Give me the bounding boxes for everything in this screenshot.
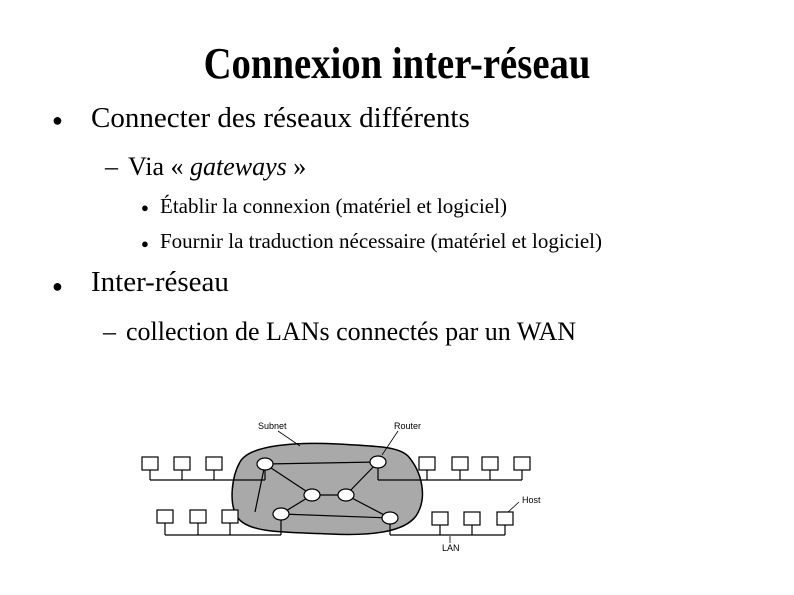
sub-bullet-collection-lans: collection de LANs connectés par un WAN [126, 317, 577, 346]
item-fournir-traduction: Fournir la traduction nécessaire (matéri… [160, 229, 602, 253]
host-computer [189, 509, 207, 524]
subnet-label: Subnet [258, 421, 287, 431]
bullet-icon: ● [141, 236, 149, 251]
host-computer [451, 456, 469, 471]
router-node [256, 457, 274, 471]
host-computer [418, 456, 436, 471]
bullet-icon: ● [52, 110, 63, 130]
host-computer [156, 509, 174, 524]
router-node [337, 488, 355, 502]
router-node [272, 507, 290, 521]
dash-icon: – [103, 317, 116, 346]
hosts [141, 456, 531, 526]
item-etablir-connexion: Établir la connexion (matériel et logici… [160, 194, 507, 218]
router-node [303, 488, 321, 502]
sub-bullet-via-gateways: Via « gateways » [128, 152, 306, 182]
via-prefix: Via « [128, 152, 190, 181]
host-computer [496, 511, 514, 526]
host-computer [141, 456, 159, 471]
via-suffix: » [286, 152, 307, 181]
callout-lines [277, 430, 520, 543]
slide-title: Connexion inter-réseau [203, 39, 591, 88]
bullet-icon: ● [52, 276, 63, 296]
router-label: Router [394, 421, 421, 431]
host-label: Host [522, 495, 541, 505]
bullet-icon: ● [141, 200, 149, 215]
host-computer [431, 511, 449, 526]
router-node [369, 455, 387, 469]
router-node [381, 511, 399, 525]
dash-icon: – [105, 152, 118, 181]
bullet-connecter: Connecter des réseaux différents [91, 102, 470, 134]
host-computer [513, 456, 531, 471]
lan-label: LAN [442, 543, 460, 553]
host-computer [221, 509, 239, 524]
host-computer [205, 456, 223, 471]
gateways-term: gateways [189, 152, 287, 181]
host-computer [173, 456, 191, 471]
host-computer [481, 456, 499, 471]
bullet-inter-reseau: Inter-réseau [91, 266, 229, 298]
host-computer [463, 511, 481, 526]
lan-buses [149, 468, 523, 536]
